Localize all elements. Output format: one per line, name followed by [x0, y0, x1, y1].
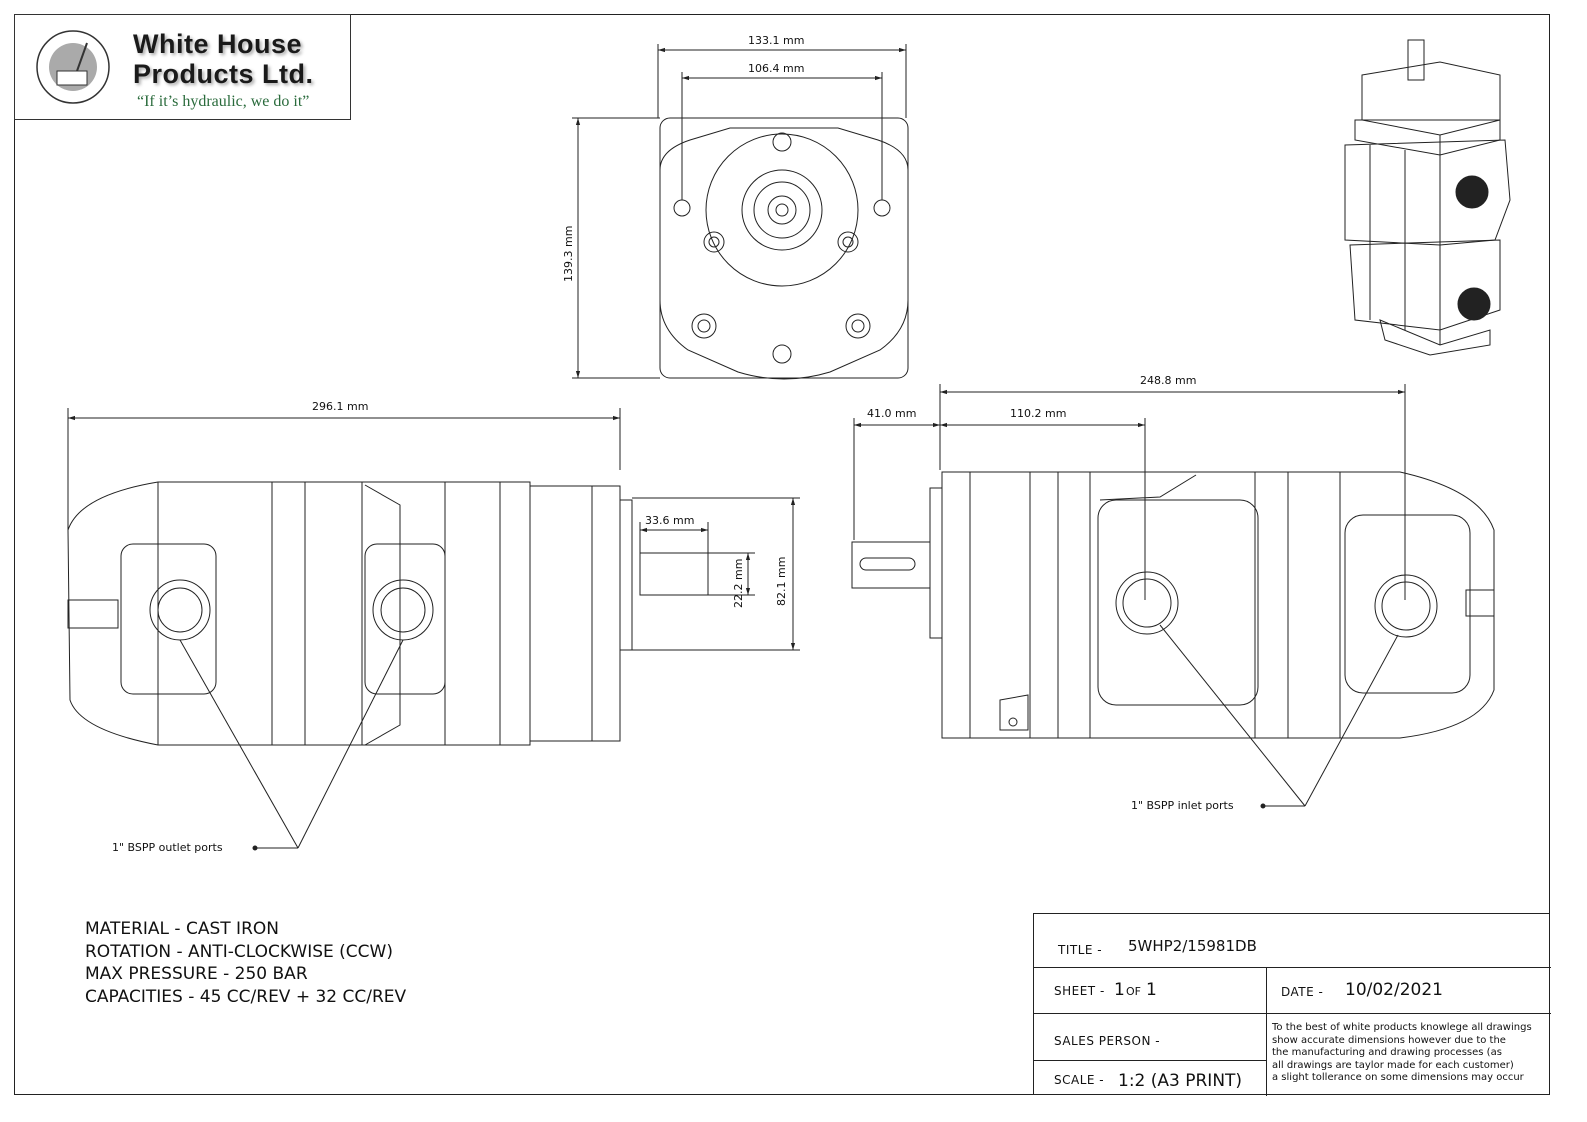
- dim-right-overall: 248.8 mm: [1140, 374, 1197, 387]
- isometric-view: [1344, 39, 1511, 356]
- title-block: TITLE - 5WHP2/15981DB SHEET - 1 OF 1 DAT…: [1033, 913, 1552, 1096]
- company-logo: White House Products Ltd. “If it’s hydra…: [14, 14, 351, 120]
- disclaimer-line: To the best of white products knowlege a…: [1272, 1022, 1532, 1033]
- dim-side-length: 296.1 mm: [312, 400, 369, 413]
- title-value: 5WHP2/15981DB: [1128, 937, 1257, 955]
- sales-cell: SALES PERSON -: [1034, 1014, 1267, 1061]
- dim-right-port-offset: 110.2 mm: [1010, 407, 1067, 420]
- disclaimer-line: show accurate dimensions however due to …: [1272, 1034, 1506, 1046]
- title-label: TITLE -: [1058, 943, 1103, 957]
- dim-top-bolt-spacing: 106.4 mm: [748, 62, 805, 75]
- note-material: MATERIAL - CAST IRON: [85, 919, 279, 939]
- logo-badge-icon: [36, 30, 110, 104]
- right-side-view: [851, 384, 1495, 809]
- date-label: DATE -: [1281, 985, 1324, 999]
- sheet-of: OF: [1126, 985, 1141, 998]
- spec-notes: MATERIAL - CAST IRON ROTATION - ANTI-CLO…: [85, 918, 406, 1008]
- logo-line-2: Products Ltd.: [133, 59, 314, 89]
- sheet-total: 1: [1146, 980, 1157, 1000]
- dim-shaft-diameter: 22.2 mm: [732, 558, 745, 608]
- logo-tagline: “If it’s hydraulic, we do it”: [137, 93, 310, 110]
- scale-label: SCALE -: [1054, 1073, 1105, 1087]
- outlet-ports-callout: 1" BSPP outlet ports: [112, 841, 223, 854]
- dim-shaft-length: 33.6 mm: [645, 514, 695, 527]
- logo-line-1: White House: [133, 29, 303, 59]
- disclaimer: To the best of white products knowlege a…: [1272, 1022, 1552, 1085]
- drawing-frame: [14, 14, 1550, 1095]
- disclaimer-line: a slight tollerance on some dimensions m…: [1272, 1072, 1524, 1083]
- note-pressure: MAX PRESSURE - 250 BAR: [85, 964, 308, 984]
- dim-top-height: 139.3 mm: [562, 225, 575, 282]
- sheet-label: SHEET -: [1054, 984, 1105, 998]
- date-value: 10/02/2021: [1345, 980, 1443, 1000]
- dim-top-overall-width: 133.1 mm: [748, 34, 805, 47]
- sales-label: SALES PERSON -: [1054, 1034, 1161, 1048]
- note-capacities: CAPACITIES - 45 CC/REV + 32 CC/REV: [85, 986, 407, 1007]
- left-side-view: [67, 408, 800, 851]
- front-view: [572, 44, 909, 380]
- sheet-cell: SHEET - 1 OF 1: [1034, 968, 1267, 1014]
- disclaimer-line: the manufacturing and drawing processes …: [1272, 1047, 1502, 1058]
- sheet-number: 1: [1114, 980, 1125, 1000]
- note-rotation: ROTATION - ANTI-CLOCKWISE (CCW): [85, 941, 393, 962]
- inlet-ports-callout: 1" BSPP inlet ports: [1131, 799, 1234, 812]
- scale-value: 1:2 (A3 PRINT): [1118, 1071, 1243, 1091]
- disclaimer-line: all drawings are taylor made for each cu…: [1272, 1059, 1514, 1071]
- scale-cell: SCALE - 1:2 (A3 PRINT): [1034, 1061, 1267, 1096]
- dim-spigot-diameter: 82.1 mm: [775, 556, 788, 606]
- title-row: TITLE - 5WHP2/15981DB: [1034, 914, 1551, 968]
- date-cell: DATE - 10/02/2021: [1267, 968, 1551, 1014]
- dim-right-shaft: 41.0 mm: [867, 407, 917, 420]
